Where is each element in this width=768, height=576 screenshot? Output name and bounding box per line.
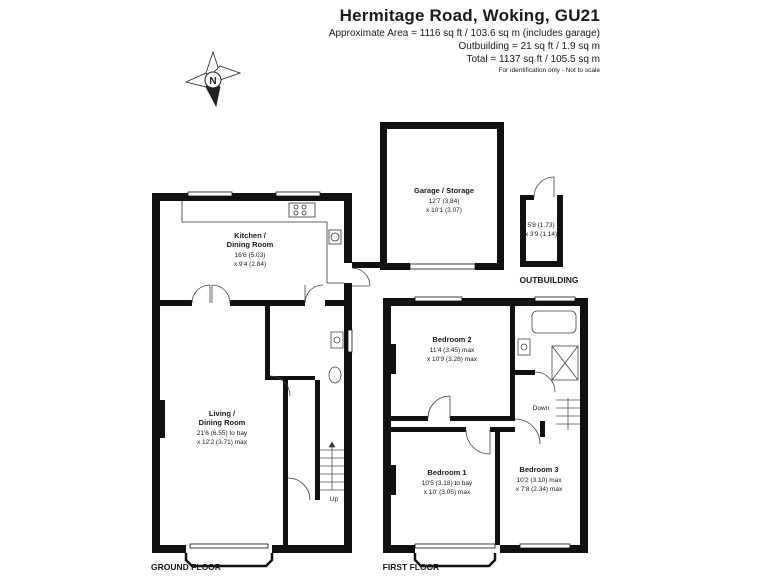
property-title: Hermitage Road, Woking, GU21	[339, 6, 600, 25]
bathroom-fixtures	[517, 310, 579, 393]
outbuilding-area-text: Outbuilding = 21 sq ft / 1.9 sq m	[458, 41, 600, 52]
svg-text:16'6 (5.03): 16'6 (5.03)	[235, 252, 266, 259]
outbuilding-label: 5'8 (1.73) x 3'9 (1.14)	[525, 222, 557, 238]
garage-label: Garage / Storage 12'7 (3.84) x 10'1 (3.0…	[414, 186, 474, 214]
living-room-bay	[184, 553, 274, 568]
svg-text:10'5 (3.18) to bay: 10'5 (3.18) to bay	[422, 480, 473, 487]
svg-text:Living /: Living /	[209, 409, 236, 418]
compass-north-label: N	[209, 76, 216, 87]
kitchen-label: Kitchen / Dining Room 16'6 (5.03) x 9'4 …	[227, 231, 274, 268]
stairs-down-label: Down	[533, 405, 550, 412]
outbuilding-door	[533, 176, 555, 198]
bedroom1-label: Bedroom 1 10'5 (3.18) to bay x 10' (3.05…	[422, 468, 473, 496]
svg-text:Bedroom 3: Bedroom 3	[519, 465, 558, 474]
wc-fixtures	[328, 331, 344, 384]
ground-floor-label: GROUND FLOOR	[151, 562, 221, 572]
svg-text:x 7'8 (2.34) max: x 7'8 (2.34) max	[516, 486, 563, 493]
total-area-text: Total = 1137 sq ft / 105.5 sq m	[466, 54, 600, 65]
svg-text:Kitchen /: Kitchen /	[234, 231, 267, 240]
ground-floor-doors	[191, 267, 371, 501]
living-room-label: Living / Dining Room 21'6 (6.55) to bay …	[197, 409, 248, 446]
first-floor-doors	[427, 395, 541, 455]
svg-text:x 12'2 (3.71) max: x 12'2 (3.71) max	[197, 439, 248, 446]
kitchen-units	[181, 201, 344, 284]
ground-stairs	[320, 441, 344, 491]
svg-text:x 9'4 (2.84): x 9'4 (2.84)	[234, 261, 266, 268]
outbuilding-floor-label: OUTBUILDING	[519, 275, 578, 285]
svg-text:Bedroom 1: Bedroom 1	[427, 468, 466, 477]
first-floor-label: FIRST FLOOR	[383, 562, 440, 572]
svg-text:Bedroom 2: Bedroom 2	[432, 335, 471, 344]
svg-text:x 10' (3.05) max: x 10' (3.05) max	[424, 489, 471, 496]
svg-text:Dining Room: Dining Room	[199, 418, 246, 427]
svg-text:x 10'1 (3.07): x 10'1 (3.07)	[426, 207, 462, 214]
compass-icon: N	[184, 50, 242, 108]
first-floor	[383, 298, 588, 553]
svg-text:21'6 (6.55) to bay: 21'6 (6.55) to bay	[197, 430, 248, 437]
ground-floor-windows	[187, 191, 353, 549]
stairs-up-label: Up	[330, 496, 339, 503]
svg-text:Dining Room: Dining Room	[227, 240, 274, 249]
svg-text:12'7 (3.84): 12'7 (3.84)	[429, 198, 460, 205]
svg-text:x 10'9 (3.28) max: x 10'9 (3.28) max	[427, 356, 478, 363]
garage	[380, 122, 504, 270]
landing-stairs	[556, 398, 580, 430]
bedroom3-label: Bedroom 3 10'2 (3.10) max x 7'8 (2.34) m…	[516, 465, 563, 493]
svg-text:5'8 (1.73): 5'8 (1.73)	[527, 222, 554, 229]
bedroom1-bay	[413, 553, 497, 568]
svg-text:x 3'9 (1.14): x 3'9 (1.14)	[525, 231, 557, 238]
ground-floor	[152, 193, 380, 553]
svg-text:Garage / Storage: Garage / Storage	[414, 186, 474, 195]
garage-door	[409, 263, 476, 270]
approximate-area-text: Approximate Area = 1116 sq ft / 103.6 sq…	[328, 28, 600, 39]
svg-text:10'2 (3.10) max: 10'2 (3.10) max	[517, 477, 563, 484]
disclaimer-text: For identification only - Not to scale	[498, 67, 600, 74]
first-floor-windows	[414, 296, 576, 549]
outbuilding	[520, 195, 563, 267]
bedroom2-label: Bedroom 2 11'4 (3.45) max x 10'9 (3.28) …	[427, 335, 478, 363]
svg-text:11'4 (3.45) max: 11'4 (3.45) max	[430, 347, 475, 354]
